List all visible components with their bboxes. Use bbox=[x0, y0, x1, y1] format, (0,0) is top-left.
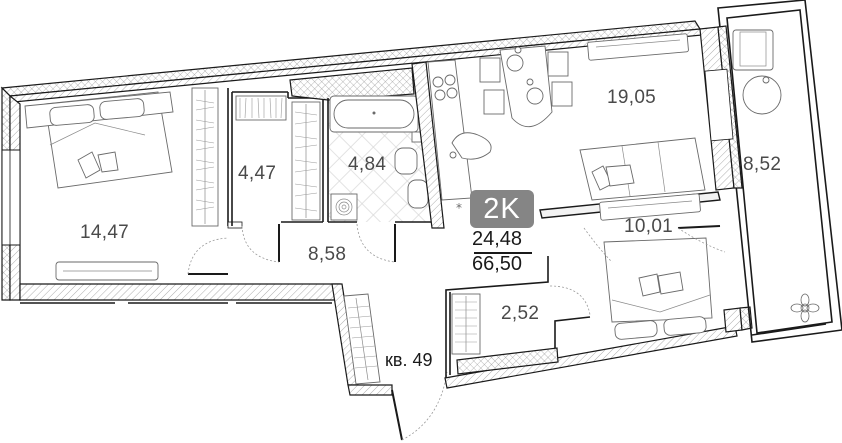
area-divider bbox=[474, 252, 532, 254]
total-area-value: 66,50 bbox=[472, 253, 523, 275]
bottom-wall-right bbox=[444, 306, 827, 389]
svg-text:*: * bbox=[456, 201, 462, 215]
room-area-balcony: 8,52 bbox=[743, 154, 782, 175]
apartment-type-badge: 2K bbox=[470, 190, 534, 228]
bathroom-fixtures bbox=[289, 67, 440, 263]
entrance-walls bbox=[331, 283, 448, 441]
room-area-storage: 2,52 bbox=[501, 303, 540, 324]
kitchen-living-furniture: * bbox=[427, 33, 721, 219]
room-area-hallway: 8,58 bbox=[308, 244, 347, 265]
hallway-wardrobe bbox=[343, 293, 381, 385]
room-area-kitchen-living: 19,05 bbox=[607, 87, 657, 108]
bedroom-2-furniture bbox=[583, 193, 726, 340]
balcony-outline bbox=[699, 0, 842, 343]
closet-furniture bbox=[231, 91, 324, 263]
storage-walls bbox=[445, 256, 591, 378]
apartment-number-label: кв. 49 bbox=[385, 350, 433, 370]
room-area-bathroom: 4,84 bbox=[348, 154, 387, 175]
room-area-bedroom-2: 10,01 bbox=[624, 216, 674, 237]
plant-icon bbox=[790, 293, 820, 323]
room-area-bedroom-1: 14,47 bbox=[80, 222, 130, 243]
bedroom-1-furniture bbox=[24, 87, 243, 281]
kitchen-wall bbox=[411, 61, 445, 229]
room-area-walk-in-closet: 4,47 bbox=[238, 163, 277, 184]
living-area-value: 24,48 bbox=[472, 228, 523, 250]
